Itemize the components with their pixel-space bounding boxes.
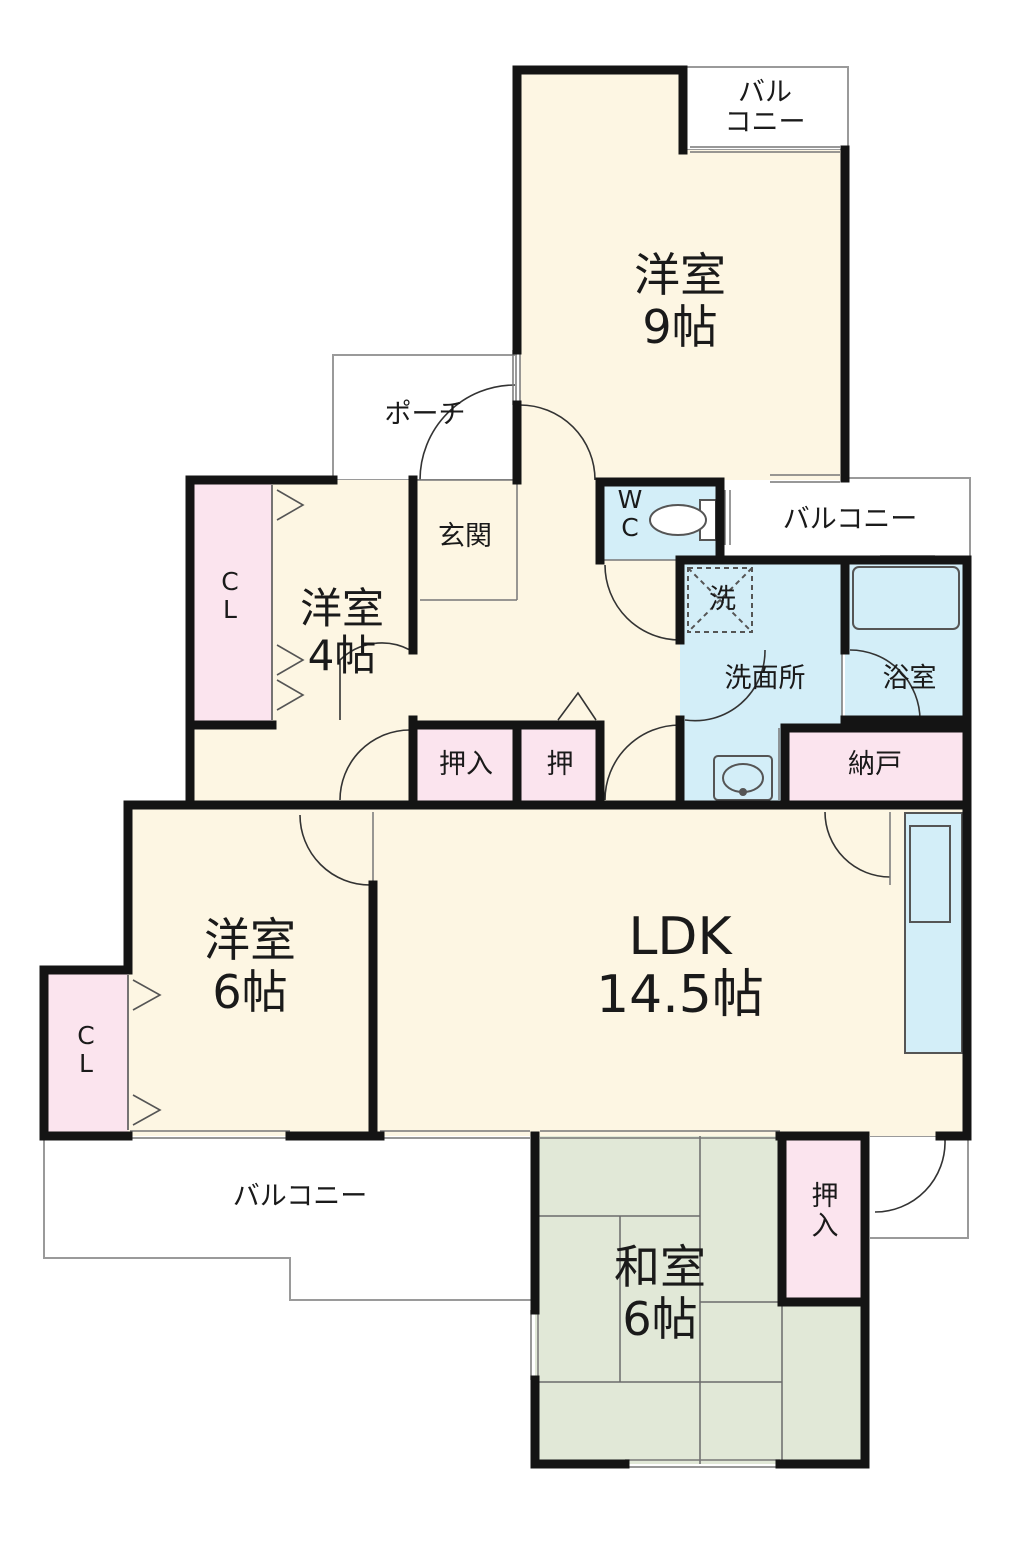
ldk-fill xyxy=(373,808,967,1136)
western-6-size: 6帖 xyxy=(212,964,288,1019)
wc-line1: W xyxy=(617,485,643,514)
western-4-size: 4帖 xyxy=(307,631,377,681)
cl-2-line1: C xyxy=(77,1021,95,1050)
washroom-label: 洗面所 xyxy=(724,663,806,694)
tatami-lines xyxy=(535,1136,865,1464)
western-4-label: 洋室 4帖 xyxy=(272,585,412,679)
ldk-size: 14.5帖 xyxy=(596,965,764,1026)
oshiire-1-fill xyxy=(415,725,515,805)
ldk-label: LDK 14.5帖 xyxy=(560,907,800,1026)
oshiire-vertical-fill xyxy=(782,1136,865,1302)
wc-label: W C xyxy=(610,486,650,542)
corridor-fill xyxy=(190,725,415,805)
closet-doors xyxy=(127,485,305,1130)
wc-line2: C xyxy=(621,513,639,542)
balcony-top-line1: バル xyxy=(738,77,792,108)
cl-1-line2: L xyxy=(223,595,237,624)
balcony-top-label: バル コニー xyxy=(690,77,840,139)
cl-1-line1: C xyxy=(221,567,239,596)
cl-1-label: C L xyxy=(200,568,260,624)
oshi-fill xyxy=(520,725,598,805)
fixtures xyxy=(649,499,960,801)
oshiire-1-label: 押入 xyxy=(439,749,493,780)
room-fills xyxy=(44,72,967,1464)
oshiire-vertical-label: 押 入 xyxy=(795,1181,855,1243)
walls xyxy=(39,65,972,1469)
western-9-name: 洋室 xyxy=(634,248,726,302)
western-6-name: 洋室 xyxy=(204,913,296,967)
bathtub xyxy=(852,566,960,630)
toilet-bowl xyxy=(649,504,707,536)
balcony-bottom-label: バルコニー xyxy=(232,1181,368,1212)
balcony-right-label: バルコニー xyxy=(782,504,918,535)
western-4-fill xyxy=(272,480,415,725)
storage-label: 納戸 xyxy=(848,749,902,780)
cl-2-label: C L xyxy=(56,1022,116,1078)
oshi-label: 押 xyxy=(546,749,574,780)
porch-label: ポーチ xyxy=(384,399,466,430)
balcony-bottom-outline xyxy=(43,1136,535,1301)
western-6-fill xyxy=(128,808,373,1136)
bath-label: 浴室 xyxy=(882,663,937,694)
balcony-top-line2: コニー xyxy=(724,107,806,139)
wash-basin xyxy=(713,755,773,801)
kitchen-sink xyxy=(909,825,951,923)
ldk-name: LDK xyxy=(628,907,732,967)
oshiire-vertical-line1: 押 xyxy=(811,1181,839,1212)
cl-2-fill xyxy=(44,970,128,1136)
balcony-small-outline xyxy=(870,1135,969,1239)
japanese-6-size: 6帖 xyxy=(622,1291,698,1346)
western-9-size: 9帖 xyxy=(642,299,718,354)
entrance-label: 玄関 xyxy=(438,521,492,552)
cl-2-line2: L xyxy=(79,1049,93,1078)
western-9-label: 洋室 9帖 xyxy=(580,248,780,354)
washer-tray xyxy=(687,567,753,633)
door-swings xyxy=(299,384,946,1213)
cl-1-fill xyxy=(190,480,272,725)
western-6-label: 洋室 6帖 xyxy=(150,913,350,1019)
japanese-6-name: 和室 xyxy=(614,1240,706,1294)
oshiire-vertical-line2: 入 xyxy=(811,1211,839,1243)
storage-fill xyxy=(785,728,967,805)
western-4-name: 洋室 xyxy=(299,584,384,633)
japanese-6-label: 和室 6帖 xyxy=(560,1240,760,1346)
western-9-fill xyxy=(520,72,845,480)
washer-label: 洗 xyxy=(709,584,736,615)
